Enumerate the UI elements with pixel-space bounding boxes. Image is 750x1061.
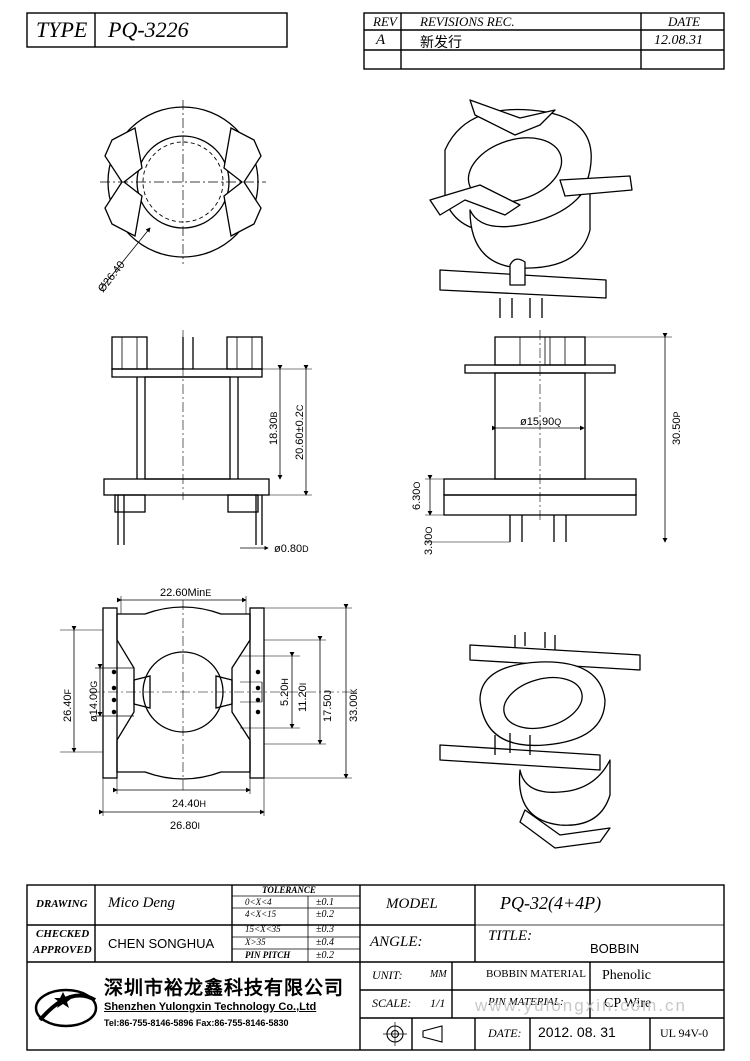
tolerance-range: 4<X<15 — [245, 909, 277, 919]
rev-date: 12.08.31 — [654, 33, 703, 48]
projection-symbol — [383, 1022, 443, 1046]
front-view — [103, 330, 312, 551]
dim-pin-dia: ø0.80D — [274, 543, 309, 555]
date-label: DATE — [668, 14, 701, 29]
tolerance-value: ±0.1 — [316, 897, 334, 908]
isometric-view-top — [429, 99, 633, 318]
dim-core-dia: ø15.90Q — [520, 416, 561, 428]
company-tel: Tel:86-755-8146-5896 Fax:86-755-8146-583… — [104, 1018, 289, 1028]
tolerance-value: ±0.3 — [316, 924, 334, 935]
company-cn: 深圳市裕龙鑫科技有限公司 — [104, 977, 345, 999]
tolerance-range: PIN PITCH — [245, 950, 291, 960]
title-value: BOBBIN — [590, 941, 640, 956]
dim-width-min: 22.60MinE — [160, 587, 211, 599]
dim-side-h2: 20.60±0.2C — [294, 404, 306, 460]
title-label: TITLE: — [488, 928, 533, 944]
tolerance-range: 0<X<4 — [245, 897, 272, 907]
dim-24-40: 24.40H — [172, 798, 206, 810]
bobbin-material-label: BOBBIN MATERIAL — [486, 968, 586, 980]
pin-material-label: PIN MATERIAL: — [488, 996, 564, 1008]
revisions-label: REVISIONS REC. — [420, 14, 515, 29]
tolerance-range: X>35 — [245, 937, 266, 947]
angle-label: ANGLE: — [370, 934, 423, 950]
watermark: www.yulongxin.com.cn — [475, 996, 687, 1015]
scale-label: SCALE: — [372, 996, 412, 1010]
isometric-view-bottom — [439, 632, 641, 849]
approved-label: APPROVED — [33, 944, 92, 956]
tolerance-range: 15<X<35 — [245, 924, 281, 934]
date-value: 2012. 08. 31 — [538, 1024, 616, 1040]
rev-label: REV — [373, 14, 397, 29]
type-value: PQ-3226 — [108, 17, 189, 42]
tolerance-label: TOLERANCE — [262, 885, 316, 895]
dim-base-h: 6.30O — [411, 482, 423, 510]
company-en: Shenzhen Yulongxin Technology Co.,Ltd — [104, 1001, 317, 1013]
dim-5-20: 5.20H — [279, 678, 291, 706]
bobbin-material-value: Phenolic — [602, 968, 651, 983]
tolerance-value: ±0.2 — [316, 909, 334, 920]
model-label: MODEL — [386, 896, 438, 912]
dim-11-20: 11.20I — [297, 683, 309, 712]
bottom-view — [60, 596, 360, 816]
dim-pin-len: 3.30O — [423, 527, 435, 555]
top-view — [99, 100, 266, 291]
model-value: PQ-32(4+4P) — [500, 893, 602, 913]
date-label-bottom: DATE: — [488, 1026, 522, 1040]
checked-label: CHECKED — [36, 928, 90, 940]
tolerance-value: ±0.4 — [316, 937, 334, 948]
tolerance-value: ±0.2 — [316, 950, 334, 961]
drawing-label: DRAWING — [36, 898, 88, 910]
dim-33-00: 33.00K — [348, 688, 360, 722]
dim-total-h: 30.50P — [671, 411, 683, 445]
dim-side-h1: 18.30B — [268, 411, 280, 445]
type-label: TYPE — [36, 17, 88, 42]
company-logo — [34, 988, 98, 1028]
dim-26-40: 26.40F — [62, 688, 74, 722]
title-block-frame — [26, 884, 725, 1051]
dim-26-80: 26.80I — [170, 820, 200, 832]
checked-value: CHEN SONGHUA — [108, 936, 215, 951]
dim-14-00: ø14.00G — [88, 681, 100, 722]
rev-value: A — [376, 32, 386, 48]
side-view — [425, 330, 672, 543]
scale-value: 1/1 — [430, 996, 446, 1010]
dim-17-50: 17.50J — [322, 690, 334, 722]
dim-top-dia: Ø26.40 — [96, 259, 128, 295]
pin-material-value: CP Wire — [604, 996, 652, 1011]
revision-text: 新发行 — [420, 35, 462, 51]
header-frame — [26, 12, 725, 70]
ul-value: UL 94V-0 — [660, 1026, 709, 1040]
unit-label: UNIT: — [372, 968, 403, 982]
drawing-value: Mico Deng — [108, 895, 176, 911]
unit-value: MM — [430, 969, 447, 980]
